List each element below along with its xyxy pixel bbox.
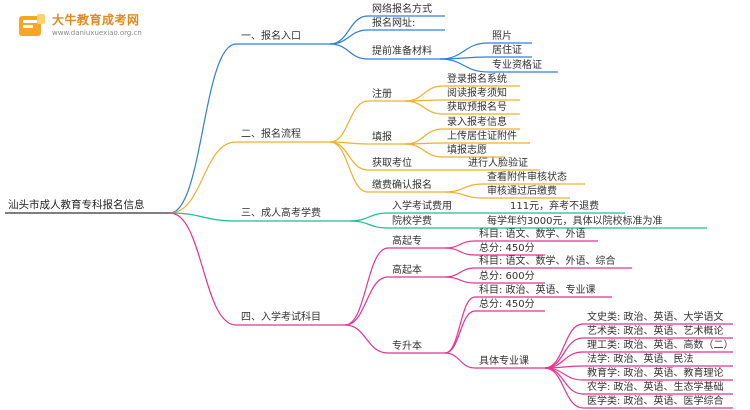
connector-line: [349, 212, 389, 222]
b4-spec-item: 文史类: 政治、英语、大学语文: [587, 312, 724, 323]
b4-gqz-total: 总分: 450分: [479, 243, 535, 254]
connector-line: [444, 352, 476, 369]
connector-line: [404, 128, 444, 145]
b2-fill: 填报: [372, 132, 392, 143]
b4-gqz-subjects: 科目: 语文、数学、外语: [479, 229, 586, 240]
root-node: 汕头市成人教育专科报名信息: [8, 199, 145, 211]
connector-line: [404, 143, 444, 158]
b2-get-number: 获取预报名号: [447, 102, 507, 113]
b4-zsb-subjects: 科目: 政治、英语、专业课: [479, 285, 596, 296]
b4-gqb-subjects: 科目: 语文、数学、外语、综合: [479, 256, 616, 267]
b1-materials: 提前准备材料: [372, 46, 432, 57]
b3-tuition: 院校学费: [392, 216, 432, 227]
connector-spec-item: [544, 323, 584, 369]
connector-line: [444, 247, 476, 256]
connector-line: [444, 191, 484, 199]
b4-spec-item: 医学类: 政治、英语、医学综合: [587, 396, 724, 407]
b1-photo: 照片: [492, 31, 512, 42]
connector-root-b2: [169, 141, 237, 214]
connector-line: [344, 247, 389, 326]
logo-name: 大牛教育成考网: [52, 13, 140, 27]
b4-spec-item: 教育学: 政治、英语、教育理论: [587, 368, 724, 379]
connector-line: [329, 43, 369, 60]
b4-spec-item: 艺术类: 政治、英语、艺术概论: [587, 326, 724, 337]
b2-register: 注册: [372, 89, 392, 100]
connector-line: [444, 310, 476, 354]
connector-line: [329, 141, 369, 193]
b2-upload-attachment: 上传居住证附件: [447, 131, 517, 142]
branch-2-label: 二、报名流程: [241, 129, 301, 140]
connector-line: [444, 183, 484, 193]
b4-gqb-total: 总分: 600分: [479, 271, 535, 282]
connector-root-b4: [169, 212, 237, 326]
b1-online-method: 网络报名方式: [372, 4, 432, 15]
b4-specific: 具体专业课: [479, 356, 529, 367]
connector-line: [344, 324, 389, 354]
connector-line: [404, 100, 444, 115]
b3-exam-fee-value: 111元，弃考不退费: [510, 201, 600, 212]
b2-fill-wish: 填报志愿: [447, 145, 487, 156]
site-logo: 大牛教育成考网 www.daniuxuexiao.org.cn: [12, 8, 147, 44]
connector-line: [329, 29, 369, 45]
logo-url: www.daniuxuexiao.org.cn: [52, 29, 142, 37]
connector-line: [439, 58, 489, 73]
b4-spec-item: 农学: 政治、英语、生态学基础: [587, 382, 724, 393]
b4-spec-item: 法学: 政治、英语、民法: [587, 354, 694, 365]
connector-spec-item: [544, 367, 584, 409]
connector-line: [444, 267, 476, 278]
b4-spec-item: 理工类: 政治、英语、高数（二）: [587, 340, 734, 351]
branch-1-label: 一、报名入口: [241, 31, 301, 42]
b4-gqb: 高起本: [392, 265, 422, 276]
b4-gqz: 高起专: [392, 236, 422, 247]
b2-login-system: 登录报名系统: [447, 74, 507, 85]
b4-zsb-total: 总分: 450分: [479, 299, 535, 310]
b3-tuition-value: 每学年约3000元，具体以院校标准为准: [487, 216, 663, 227]
connector-line: [444, 240, 476, 249]
connector-spec-item: [544, 367, 584, 395]
connector-line: [344, 276, 389, 326]
b1-website: 报名网址:: [372, 18, 416, 29]
b2-read-notice: 阅读报考须知: [447, 88, 507, 99]
b1-certificate: 专业资格证: [492, 60, 542, 71]
b2-pay-confirm: 缴费确认报名: [372, 180, 432, 191]
b1-residence-permit: 居住证: [492, 45, 522, 56]
branch-4-label: 四、入学考试科目: [241, 312, 321, 323]
b2-enter-info: 录入报考信息: [447, 117, 507, 128]
connector-line: [349, 220, 389, 229]
connector-line: [444, 296, 476, 354]
b4-zsb: 专升本: [392, 341, 422, 352]
connector-line: [404, 85, 444, 102]
connector-line: [444, 276, 476, 284]
connector-root-b3: [169, 212, 237, 222]
connector-line: [329, 100, 369, 143]
b2-get-seat: 获取考位: [372, 158, 412, 169]
b2-face-verify: 进行人脸验证: [468, 158, 528, 169]
b3-exam-fee: 入学考试费用: [392, 201, 452, 212]
b2-check-status: 查看附件审核状态: [487, 172, 567, 183]
branch-3-label: 三、成人高考学费: [241, 208, 321, 219]
b2-pay-after: 审核通过后缴费: [487, 186, 557, 197]
book-icon: [19, 14, 45, 36]
connector-root-b1: [169, 43, 237, 214]
